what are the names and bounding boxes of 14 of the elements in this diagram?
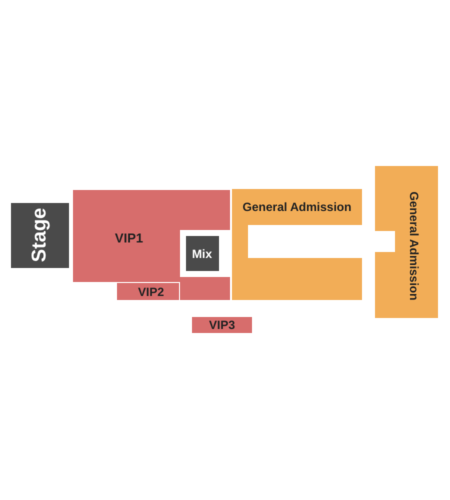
- section-label: Mix: [192, 247, 212, 261]
- seating-section: [232, 189, 362, 300]
- stage-block: [11, 203, 69, 268]
- seating-section: [192, 317, 252, 333]
- seating-section: [375, 166, 438, 318]
- section-label: General Admission: [242, 200, 352, 214]
- seating-section: [117, 283, 179, 300]
- section-label: VIP2: [138, 285, 164, 299]
- section-label: General Admission: [407, 192, 421, 300]
- section-label: Stage: [28, 208, 52, 262]
- seating-section: [73, 190, 230, 300]
- mix-position: [186, 236, 219, 271]
- section-label: VIP3: [209, 318, 235, 332]
- section-label: VIP1: [114, 230, 144, 246]
